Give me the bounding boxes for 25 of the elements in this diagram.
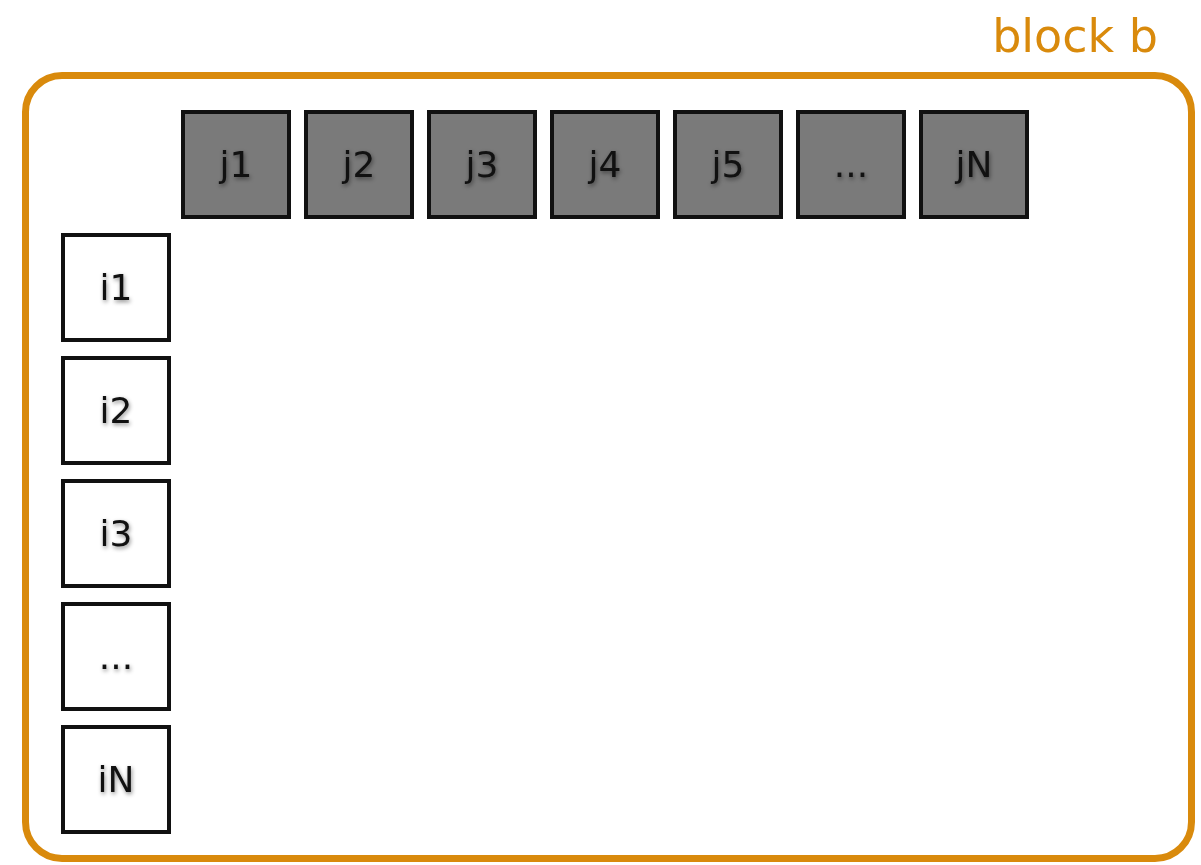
column-index-box bbox=[427, 110, 537, 219]
index-label: iN bbox=[97, 759, 135, 800]
index-label: j4 bbox=[588, 144, 622, 185]
index-label: jN bbox=[955, 144, 993, 185]
column-index-box bbox=[304, 110, 414, 219]
column-index-box bbox=[673, 110, 783, 219]
row-index-box bbox=[61, 725, 171, 834]
column-index-box bbox=[796, 110, 906, 219]
block-title: block b bbox=[992, 13, 1158, 59]
index-label: i3 bbox=[99, 513, 133, 554]
column-index-box bbox=[550, 110, 660, 219]
index-label: ... bbox=[98, 636, 134, 677]
row-index-box bbox=[61, 479, 171, 588]
index-label: j5 bbox=[711, 144, 745, 185]
index-label: j2 bbox=[342, 144, 376, 185]
column-index-box bbox=[919, 110, 1029, 219]
row-index-box bbox=[61, 602, 171, 711]
row-index-box bbox=[61, 233, 171, 342]
index-label: i2 bbox=[99, 390, 133, 431]
column-index-box bbox=[181, 110, 291, 219]
index-label: j1 bbox=[219, 144, 253, 185]
index-label: j3 bbox=[465, 144, 499, 185]
row-index-box bbox=[61, 356, 171, 465]
index-label: i1 bbox=[99, 267, 133, 308]
index-label: ... bbox=[833, 144, 869, 185]
